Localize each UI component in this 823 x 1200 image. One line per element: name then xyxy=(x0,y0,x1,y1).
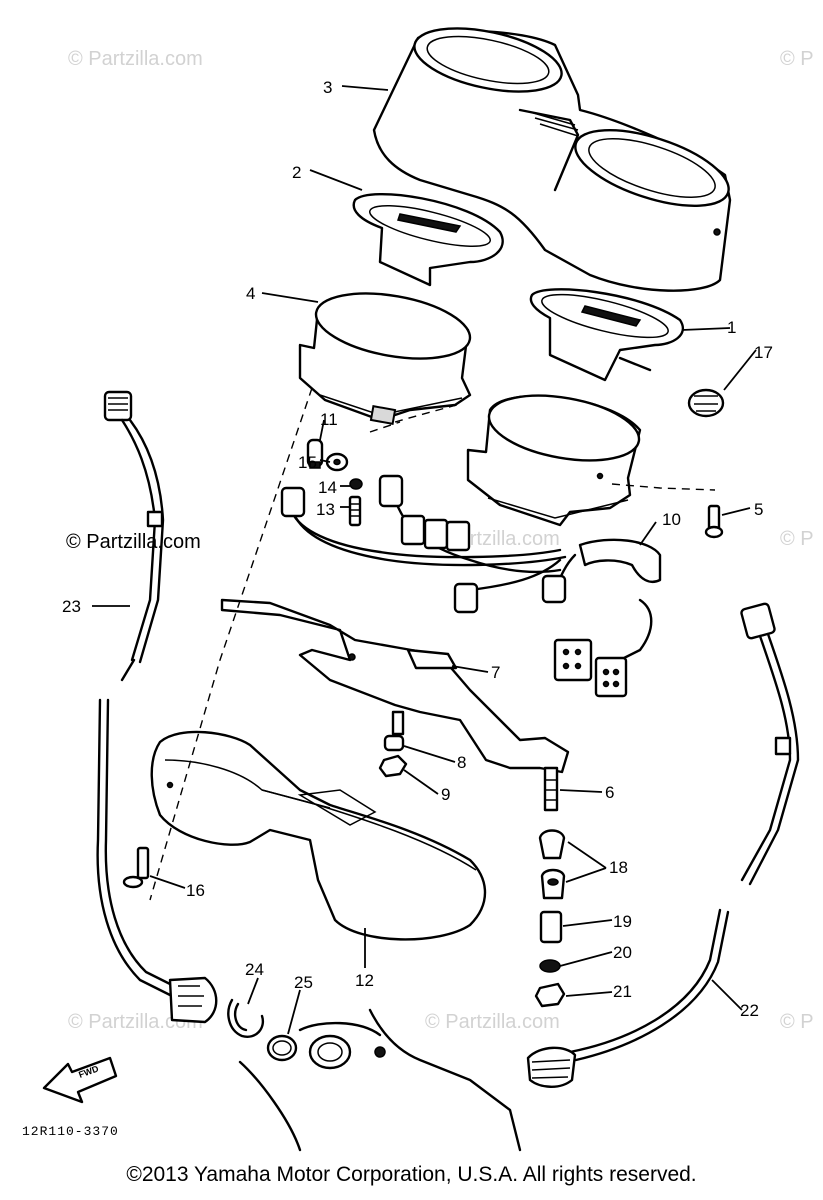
callout-4: 4 xyxy=(246,284,255,303)
callout-12: 12 xyxy=(355,971,374,990)
callout-labels: 1 2 3 4 5 6 7 8 9 10 11 12 13 14 15 16 1… xyxy=(62,78,773,1020)
alignment-line-left xyxy=(149,387,313,901)
callout-14: 14 xyxy=(318,478,337,497)
watermark-mid-right: © P xyxy=(780,528,814,550)
callout-5: 5 xyxy=(754,500,763,519)
nut-14 xyxy=(349,478,363,490)
callout-22: 22 xyxy=(740,1001,759,1020)
fwd-arrow: FWD xyxy=(42,1056,118,1104)
wire-harness xyxy=(280,474,662,698)
callout-24: 24 xyxy=(245,960,264,979)
callout-13: 13 xyxy=(316,500,335,519)
stud-bolt-6 xyxy=(543,766,559,812)
callout-9: 9 xyxy=(441,785,450,804)
callout-15: 15 xyxy=(298,453,317,472)
grommet-18b xyxy=(540,868,566,900)
bulb-socket-11 xyxy=(306,438,324,469)
headlight-body-outline xyxy=(238,1008,522,1152)
watermark-top-left: © Partzilla.com xyxy=(68,48,203,70)
clamp-24 xyxy=(227,998,265,1038)
alignment-line-mid xyxy=(369,421,401,433)
callout-19: 19 xyxy=(613,912,632,931)
callout-6: 6 xyxy=(605,783,614,802)
o-ring-25 xyxy=(266,1034,298,1062)
callout-18: 18 xyxy=(609,858,628,877)
watermark-bottom-center: © Partzilla.com xyxy=(425,1011,560,1033)
speedometer-cable-23 xyxy=(103,390,165,682)
meter-cover-upper xyxy=(372,27,732,292)
callout-11: 11 xyxy=(320,410,338,429)
callout-3: 3 xyxy=(323,78,332,97)
watermark-bottom-right: © P xyxy=(780,1011,814,1033)
meter-panel-left xyxy=(352,193,504,287)
callout-23: 23 xyxy=(62,597,81,616)
copyright-notice: ©2013 Yamaha Motor Corporation, U.S.A. A… xyxy=(126,1163,697,1186)
callout-20: 20 xyxy=(613,943,632,962)
callout-1: 1 xyxy=(727,318,736,337)
callout-25: 25 xyxy=(294,973,313,992)
screw-13 xyxy=(348,495,362,527)
callout-21: 21 xyxy=(613,982,632,1001)
meter-bracket xyxy=(220,598,570,774)
callout-17: 17 xyxy=(754,343,773,362)
damper-8 xyxy=(383,710,405,752)
watermark-top-right: © P xyxy=(780,48,814,70)
callout-10: 10 xyxy=(662,510,681,529)
watermark-bottom-left: © Partzilla.com xyxy=(68,1011,203,1033)
nut-9 xyxy=(378,754,408,778)
meter-case-lower xyxy=(150,730,487,941)
meter-panel-right xyxy=(529,288,684,382)
washer-20 xyxy=(539,959,561,973)
alignment-line-right xyxy=(611,483,716,491)
callout-2: 2 xyxy=(292,163,301,182)
speedometer-unit xyxy=(298,292,472,425)
collar-19 xyxy=(539,910,563,944)
tachometer-cable-22 xyxy=(526,602,800,1088)
drawing-code: 12R110-3370 xyxy=(22,1124,119,1139)
grommet-18a xyxy=(538,829,566,860)
speedometer-drive-cable xyxy=(96,698,218,1024)
screw-5 xyxy=(704,504,724,539)
leader-lines xyxy=(92,85,757,1035)
callout-8: 8 xyxy=(457,753,466,772)
reset-knob xyxy=(687,388,725,418)
nut-21 xyxy=(534,982,566,1008)
screw-16 xyxy=(122,846,150,889)
callout-7: 7 xyxy=(491,663,500,682)
tachometer-unit xyxy=(466,394,642,527)
callout-16: 16 xyxy=(186,881,205,900)
watermark-left-dark: © Partzilla.com xyxy=(66,531,201,553)
